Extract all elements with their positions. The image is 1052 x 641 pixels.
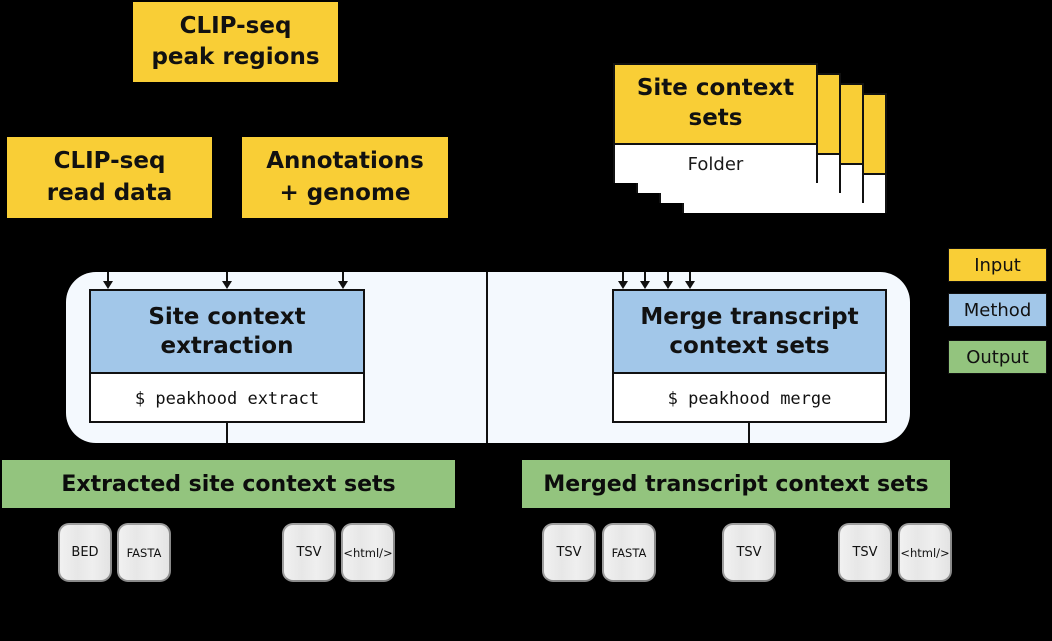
- method-title-line: extraction: [160, 332, 294, 359]
- input-label-line: + genome: [279, 179, 411, 206]
- stack-title-line: Site context: [636, 75, 795, 102]
- arrow-down-icon: [640, 272, 650, 289]
- output-merged-transcript-context-sets: Merged transcript context sets: [522, 460, 950, 508]
- command-peakhood-extract: $ peakhood extract: [134, 388, 320, 409]
- file-html: <html/>: [898, 523, 952, 582]
- file-tsv: TSV: [838, 523, 892, 582]
- output-banner-label: Extracted site context sets: [61, 471, 396, 497]
- method-site-context-extraction: Site context extraction $ peakhood extra…: [89, 289, 365, 423]
- input-label-line: CLIP-seq: [53, 148, 166, 175]
- legend-method: Method: [948, 293, 1047, 327]
- file-html: <html/>: [341, 523, 395, 582]
- input-label-line: peak regions: [151, 44, 320, 70]
- arrow-down-icon: [685, 272, 695, 289]
- input-clip-seq-peak-regions: CLIP-seq peak regions: [133, 2, 338, 82]
- command-peakhood-merge: $ peakhood merge: [667, 388, 832, 409]
- arrow-down-icon: [103, 272, 113, 289]
- input-label-line: read data: [46, 179, 173, 206]
- legend-input: Input: [948, 248, 1047, 282]
- legend-output: Output: [948, 340, 1047, 374]
- file-bed: BED: [58, 523, 112, 582]
- file-fasta: FASTA: [117, 523, 171, 582]
- file-fasta: FASTA: [602, 523, 656, 582]
- arrow-down-icon: [338, 272, 348, 289]
- file-tsv: TSV: [722, 523, 776, 582]
- arrow-down-icon: [618, 272, 628, 289]
- method-title-line: Merge transcript: [640, 303, 859, 330]
- arrow-down-icon: [222, 272, 232, 289]
- output-banner-label: Merged transcript context sets: [543, 471, 929, 497]
- method-merge-transcript-context-sets: Merge transcript context sets $ peakhood…: [612, 289, 887, 423]
- input-clip-seq-read-data: CLIP-seq read data: [7, 137, 212, 218]
- folder-label: Folder: [687, 153, 744, 175]
- input-annotations-genome: Annotations + genome: [242, 137, 448, 218]
- input-label-line: CLIP-seq: [179, 12, 292, 39]
- stack-title-line: sets: [688, 105, 743, 131]
- arrow-down-icon: [663, 272, 673, 289]
- file-tsv: TSV: [282, 523, 336, 582]
- file-tsv: TSV: [542, 523, 596, 582]
- method-title-line: Site context: [148, 303, 306, 330]
- method-title-line: context sets: [669, 332, 830, 359]
- connector-line: [226, 423, 228, 443]
- output-extracted-site-context-sets: Extracted site context sets: [2, 460, 455, 508]
- stack-layer-front: Site context sets Folder: [613, 63, 818, 183]
- connector-line: [748, 423, 750, 443]
- pipeline-divider-line: [486, 272, 488, 443]
- input-label-line: Annotations: [266, 148, 424, 175]
